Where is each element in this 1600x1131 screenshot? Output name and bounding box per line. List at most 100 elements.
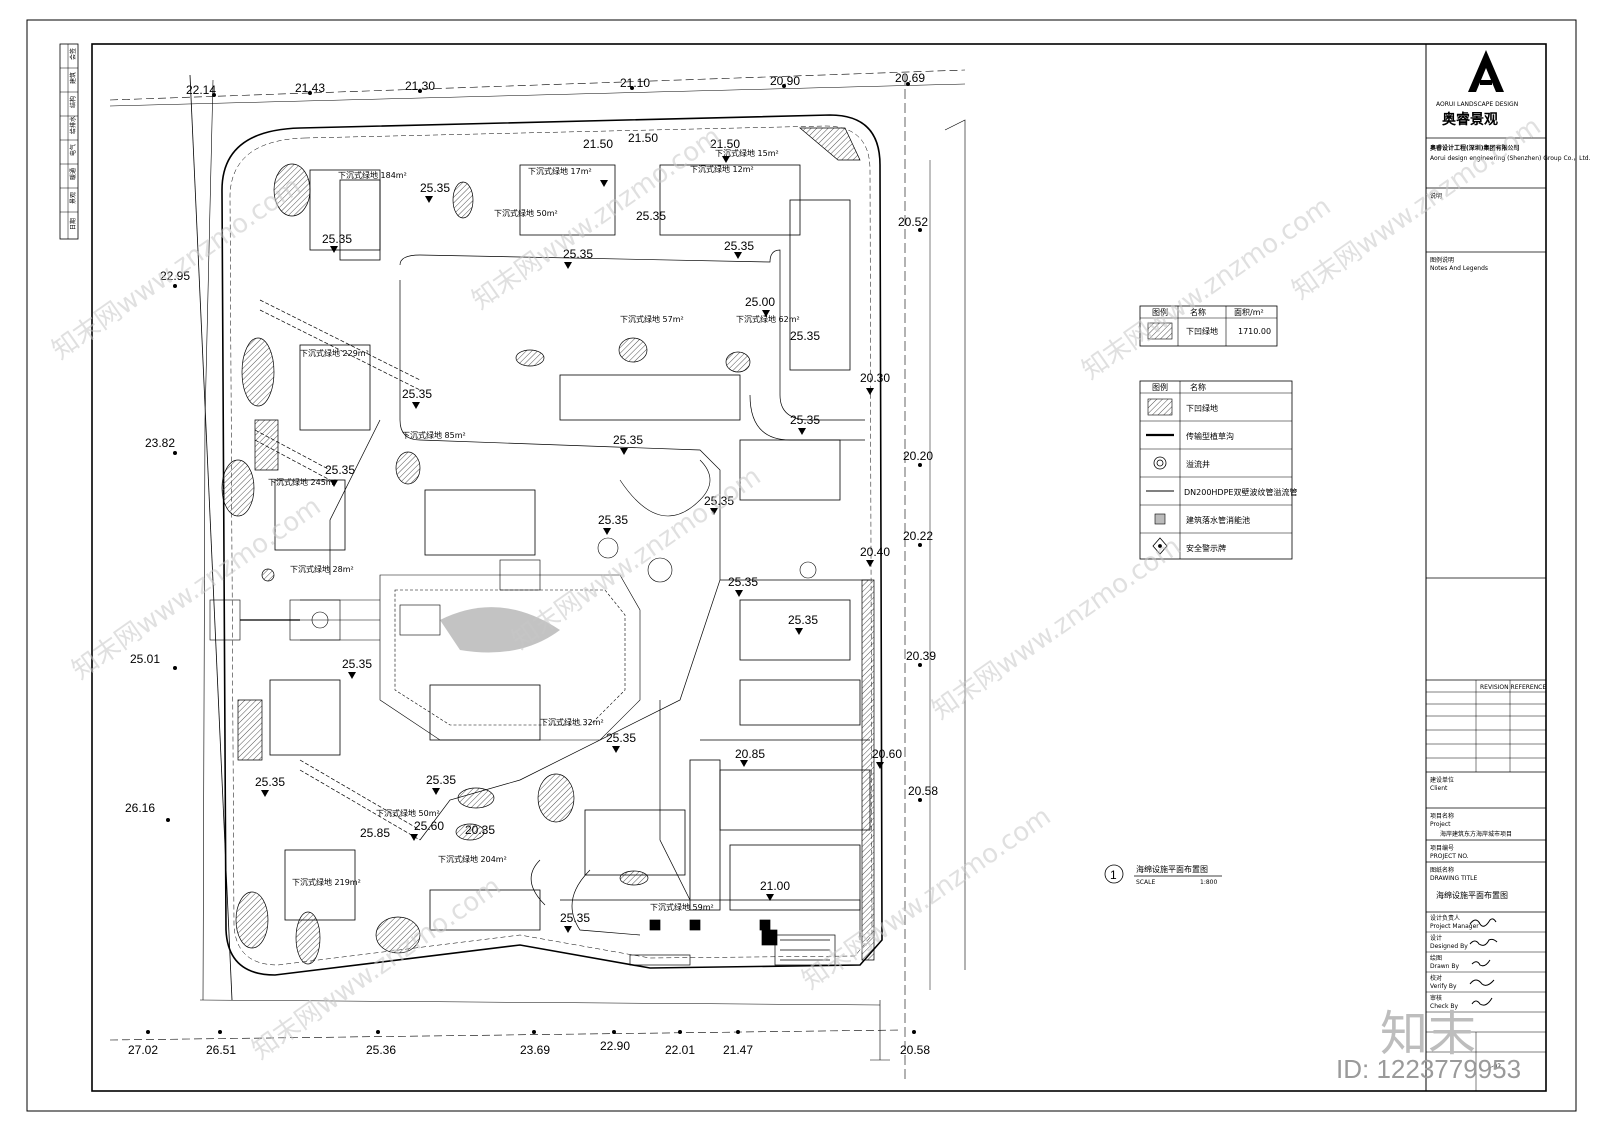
elevation-label: 22.14 [186, 83, 216, 97]
watermark-text: 知末网www.znzmo.com [927, 531, 1187, 725]
elevation-label: 20.58 [900, 1043, 930, 1057]
elevation-label: 25.35 [613, 433, 643, 447]
legend-name: 安全警示牌 [1186, 543, 1226, 553]
site-boundary-inner [229, 125, 873, 966]
role-cn: 校对 [1430, 974, 1442, 982]
survey-points [146, 82, 922, 1034]
strip-label: 结构 [69, 96, 77, 108]
elevation-label: 25.35 [790, 413, 820, 427]
role-en: Project Manager [1430, 923, 1479, 930]
road-east-2 [944, 119, 966, 970]
elevation-label: 22.95 [160, 269, 190, 283]
internal-roads [254, 249, 870, 940]
client-label-cn: 建设单位 [1430, 776, 1454, 784]
area-label: 下沉式绿地 85m² [402, 430, 466, 440]
elevation-label: 25.35 [704, 494, 734, 508]
area-label: 下沉式绿地 50m² [376, 808, 440, 818]
elevation-label: 25.35 [420, 181, 450, 195]
area-label: 下沉式绿地 245m² [268, 477, 337, 487]
overflow-well-icon [1153, 456, 1167, 470]
client-label-en: Client [1430, 785, 1448, 792]
elevation-label: 25.60 [414, 819, 444, 833]
elevation-label: 25.35 [606, 731, 636, 745]
sunken-green-swatch [1147, 398, 1173, 416]
area-label: 下沉式绿地 50m² [494, 208, 558, 218]
sunken-green-swatch [1147, 322, 1173, 340]
site-plan [109, 69, 966, 1080]
elevation-label: 21.50 [710, 137, 740, 151]
elevation-label: 21.50 [583, 137, 613, 151]
role-cn: 绘图 [1430, 954, 1442, 962]
legend-area-table: 图例 名称 面积/m² 下凹绿地 1710.00 [1139, 305, 1278, 347]
inner-frame [91, 43, 1547, 1092]
elevation-label: 25.00 [745, 295, 775, 309]
elevation-label: 20.20 [903, 449, 933, 463]
title-block: A AORUI LANDSCAPE DESIGN 奥睿景观 奥睿设计工程(深圳)… [1425, 44, 1591, 1091]
elevation-label: 25.35 [598, 513, 628, 527]
project-no-label-en: PROJECT NO. [1430, 853, 1469, 860]
elevation-label: 21.00 [760, 879, 790, 893]
strip-label: 建筑 [69, 72, 77, 84]
elevation-label: 25.35 [426, 773, 456, 787]
strip-label: 给排水 [69, 116, 77, 134]
elevation-label: 25.35 [255, 775, 285, 789]
elevation-label: 25.35 [788, 613, 818, 627]
sheet-number: L-02 [1488, 1063, 1501, 1070]
drawing-title-label-cn: 图纸名称 [1430, 866, 1454, 874]
elevation-label: 20.39 [906, 649, 936, 663]
role-cn: 设计负责人 [1430, 914, 1460, 922]
elevation-label: 20.22 [903, 529, 933, 543]
company-logo: A AORUI LANDSCAPE DESIGN 奥睿景观 [1436, 50, 1518, 128]
watermark-id: ID: 1223779953 [1336, 1054, 1521, 1084]
road-north [109, 69, 966, 101]
project-label-en: Project [1430, 821, 1451, 828]
elevation-label: 25.01 [130, 652, 160, 666]
road-north-2 [109, 83, 966, 107]
warning-markers [261, 156, 884, 933]
watermark-text: 知末网www.znzmo.com [507, 461, 767, 655]
legend-header: 名称 [1190, 382, 1206, 392]
strip-label: 会签 [69, 48, 77, 60]
revision-reference: REVISION REFERENCE [1480, 684, 1546, 691]
role-cn: 设计 [1430, 934, 1442, 942]
area-label: 下沉式绿地 32m² [540, 717, 604, 727]
elevation-label: 25.35 [636, 209, 666, 223]
legend-symbol-table: 图例 名称 下凹绿地 传输型植草沟 溢流井 DN200HDPE双壁波纹管溢流管 … [1139, 380, 1297, 560]
legend-name: 下凹绿地 [1186, 403, 1218, 413]
elevation-label: 20.35 [465, 823, 495, 837]
elevation-label: 20.60 [872, 747, 902, 761]
interior-elevations: 21.50 21.50 21.50 25.35 25.35 25.35 25.3… [255, 131, 902, 925]
elevation-label: 20.30 [860, 371, 890, 385]
outer-frame [26, 19, 1577, 1112]
legend-name: 下凹绿地 [1186, 326, 1218, 336]
legend-area-value: 1710.00 [1238, 327, 1271, 336]
legend-header: 名称 [1190, 307, 1206, 317]
elevation-label: 25.35 [724, 239, 754, 253]
area-label: 下沉式绿地 62m² [736, 314, 800, 324]
caption-title: 海绵设施平面布置图 [1136, 864, 1208, 874]
legend-name: 建筑落水管消能池 [1186, 515, 1250, 525]
strip-label: 日期 [69, 218, 77, 230]
elevation-label: 20.58 [908, 784, 938, 798]
elevation-label: 21.10 [620, 76, 650, 90]
left-sign-strip: 会签 建筑 结构 给排水 电气 暖通 景观 日期 [59, 43, 79, 240]
elevation-label: 20.52 [898, 215, 928, 229]
area-label: 下沉式绿地 17m² [528, 166, 592, 176]
company-name-cn: 奥睿设计工程(深圳)集团有限公司 [1430, 144, 1520, 152]
legend-header: 图例 [1152, 382, 1168, 392]
garage-entries [629, 919, 836, 966]
watermark-brand: 知末 [1380, 1006, 1476, 1062]
elevation-label: 22.01 [665, 1043, 695, 1057]
elevation-label: 23.82 [145, 436, 175, 450]
perimeter-elevations: 22.14 21.43 21.30 21.10 20.90 20.69 22.9… [125, 71, 938, 1057]
central-garden [209, 459, 817, 741]
area-label: 下沉式绿地 184m² [338, 170, 407, 180]
elevation-label: 22.90 [600, 1039, 630, 1053]
elevation-label: 25.36 [366, 1043, 396, 1057]
area-label: 下沉式绿地 229m² [300, 348, 369, 358]
elevation-label: 23.69 [520, 1043, 550, 1057]
notes-title: 说明 [1430, 192, 1442, 200]
legend-name: DN200HDPE双壁波纹管溢流管 [1184, 487, 1297, 497]
elevation-label: 20.85 [735, 747, 765, 761]
strip-label: 暖通 [69, 168, 77, 180]
